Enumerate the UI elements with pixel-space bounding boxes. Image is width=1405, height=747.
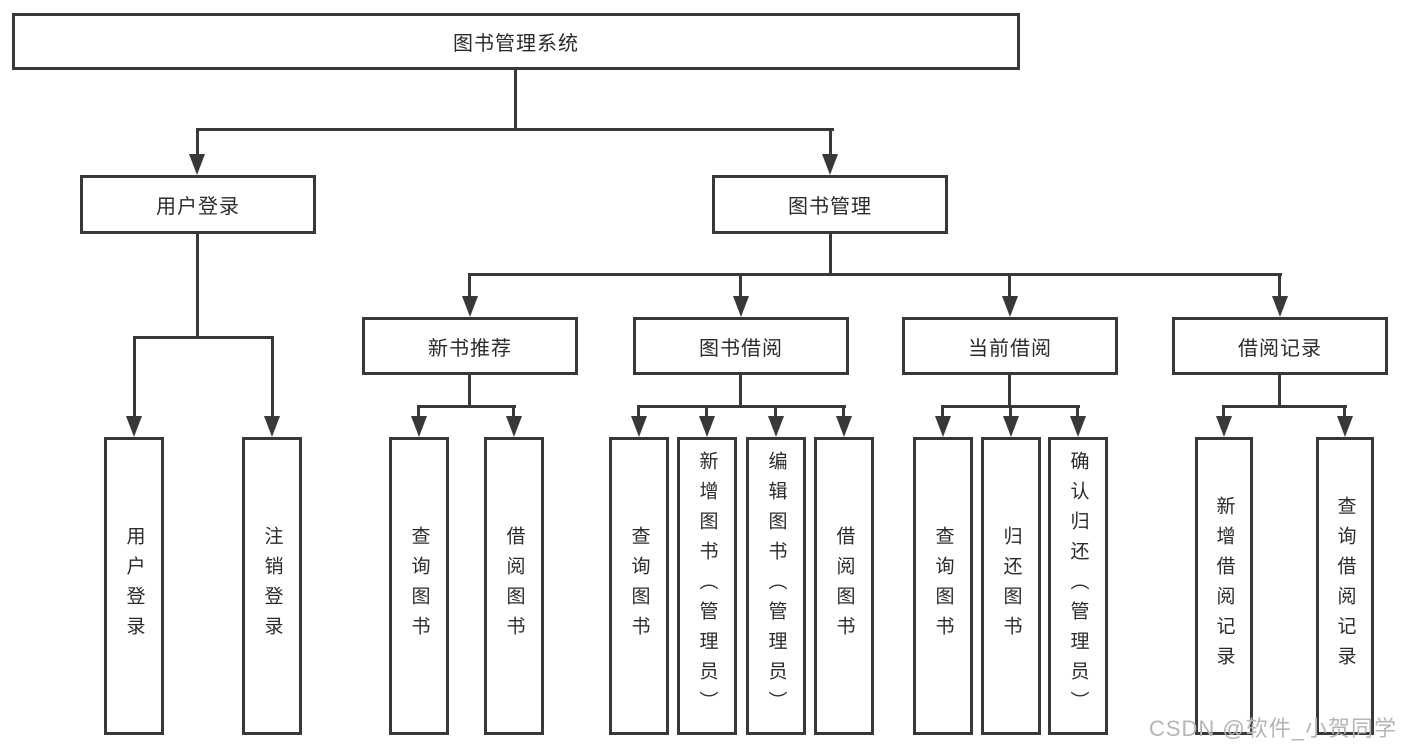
arrowhead: [1003, 416, 1019, 437]
leaf-query-books-2: 查询图书: [609, 437, 669, 735]
connector-branch: [1222, 405, 1347, 408]
leaf-return-books: 归还图书: [981, 437, 1041, 735]
node-root: 图书管理系统: [12, 13, 1020, 70]
node-new-book-recommend-label: 新书推荐: [428, 337, 512, 360]
connector-arrow-stem: [774, 405, 777, 418]
node-book-borrow: 图书借阅: [633, 317, 849, 375]
connector-arrow-stem: [1278, 273, 1281, 298]
connector-arrow-stem: [1009, 405, 1012, 418]
connector-arrow-stem: [705, 405, 708, 418]
connector-arrow-stem: [417, 405, 420, 418]
arrowhead: [836, 416, 852, 437]
leaf-confirm-return-admin-label: 确认归还（管理员）: [1067, 451, 1089, 721]
connector-arrow-stem: [271, 336, 274, 418]
arrowhead: [935, 416, 951, 437]
node-new-book-recommend: 新书推荐: [362, 317, 578, 375]
connector-arrow-stem: [637, 405, 640, 418]
connector-arrow-stem: [941, 405, 944, 418]
arrowhead: [631, 416, 647, 437]
leaf-borrow-books-1: 借阅图书: [484, 437, 544, 735]
arrowhead: [1002, 296, 1018, 317]
node-current-borrow-label: 当前借阅: [968, 337, 1052, 360]
leaf-query-books-2-label: 查询图书: [628, 526, 650, 646]
arrowhead: [126, 416, 142, 437]
connector-arrow-stem: [133, 336, 136, 418]
arrowhead: [462, 296, 478, 317]
csdn-watermark: CSDN @软件_小贺同学: [1148, 716, 1397, 741]
leaf-query-borrow-record-label: 查询借阅记录: [1334, 496, 1356, 676]
arrowhead: [189, 154, 205, 175]
leaf-user-login-label: 用户登录: [123, 526, 145, 646]
leaf-borrow-books-2-label: 借阅图书: [833, 526, 855, 646]
connector-arrow-stem: [1076, 405, 1079, 418]
connector-stem: [739, 375, 742, 407]
leaf-return-books-label: 归还图书: [1000, 526, 1022, 646]
node-book-management: 图书管理: [712, 175, 948, 234]
leaf-user-login: 用户登录: [104, 437, 164, 735]
leaf-add-books-admin: 新增图书（管理员）: [677, 437, 737, 735]
connector-branch: [417, 405, 516, 408]
leaf-edit-books-admin-label: 编辑图书（管理员）: [765, 451, 787, 721]
connector-stem: [468, 375, 471, 407]
connector-branch: [637, 405, 846, 408]
leaf-query-books-1-label: 查询图书: [408, 526, 430, 646]
node-current-borrow: 当前借阅: [902, 317, 1118, 375]
arrowhead: [1272, 296, 1288, 317]
connector-arrow-stem: [196, 128, 199, 156]
leaf-confirm-return-admin: 确认归还（管理员）: [1048, 437, 1108, 735]
arrowhead: [1070, 416, 1086, 437]
connector-book-management-branch: [468, 273, 1282, 276]
connector-user-login-stem: [196, 234, 199, 338]
arrowhead: [733, 296, 749, 317]
connector-arrow-stem: [1222, 405, 1225, 418]
connector-arrow-stem: [1008, 273, 1011, 298]
leaf-add-borrow-record-label: 新增借阅记录: [1213, 496, 1235, 676]
leaf-borrow-books-1-label: 借阅图书: [503, 526, 525, 646]
connector-arrow-stem: [1343, 405, 1346, 418]
leaf-add-borrow-record: 新增借阅记录: [1195, 437, 1253, 735]
node-book-borrow-label: 图书借阅: [699, 337, 783, 360]
node-user-login: 用户登录: [80, 175, 316, 234]
leaf-logout-label: 注销登录: [261, 526, 283, 646]
leaf-logout: 注销登录: [242, 437, 302, 735]
connector-stem: [1008, 375, 1011, 407]
arrowhead: [822, 154, 838, 175]
connector-arrow-stem: [468, 273, 471, 298]
node-root-label: 图书管理系统: [453, 33, 579, 55]
connector-arrow-stem: [739, 273, 742, 298]
node-borrow-record: 借阅记录: [1172, 317, 1388, 375]
connector-arrow-stem: [842, 405, 845, 418]
connector-book-management-stem: [829, 234, 832, 275]
connector-arrow-stem: [512, 405, 515, 418]
leaf-query-books-1: 查询图书: [389, 437, 449, 735]
connector-arrow-stem: [829, 128, 832, 156]
arrowhead: [768, 416, 784, 437]
node-user-login-label: 用户登录: [156, 196, 240, 218]
arrowhead: [699, 416, 715, 437]
leaf-borrow-books-2: 借阅图书: [814, 437, 874, 735]
leaf-query-books-3-label: 查询图书: [932, 526, 954, 646]
leaf-edit-books-admin: 编辑图书（管理员）: [746, 437, 806, 735]
node-book-management-label: 图书管理: [788, 196, 872, 218]
arrowhead: [264, 416, 280, 437]
node-borrow-record-label: 借阅记录: [1238, 337, 1322, 360]
leaf-query-books-3: 查询图书: [913, 437, 973, 735]
leaf-add-books-admin-label: 新增图书（管理员）: [696, 451, 718, 721]
arrowhead: [1216, 416, 1232, 437]
arrowhead: [411, 416, 427, 437]
connector-root-stem: [514, 70, 517, 130]
connector-root-branch: [196, 128, 834, 131]
connector-user-login-branch: [133, 336, 274, 339]
connector-stem: [1278, 375, 1281, 407]
arrowhead: [1337, 416, 1353, 437]
arrowhead: [506, 416, 522, 437]
leaf-query-borrow-record: 查询借阅记录: [1316, 437, 1374, 735]
